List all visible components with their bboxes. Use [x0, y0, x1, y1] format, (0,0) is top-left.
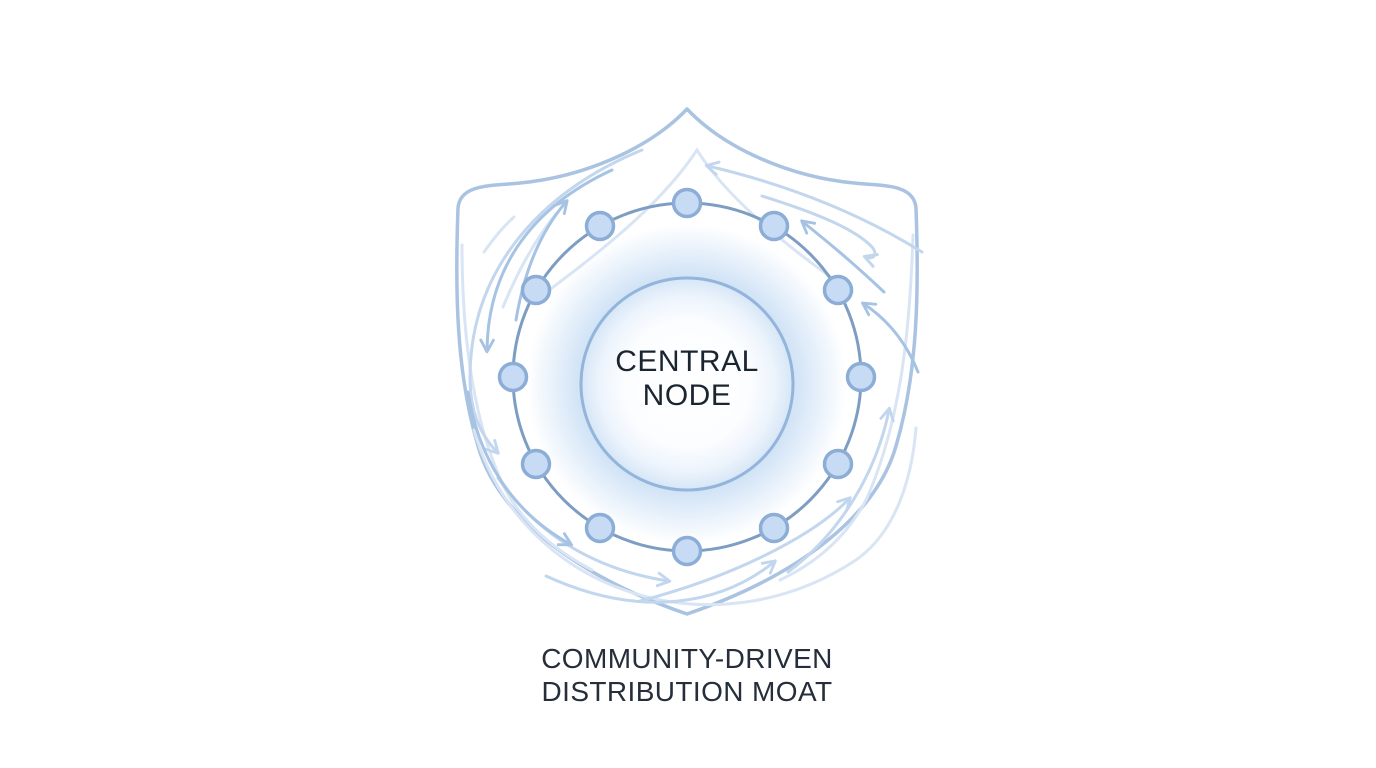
shield-icon — [455, 107, 919, 616]
flow-arrow-icon — [544, 559, 777, 604]
peer-node — [497, 361, 529, 393]
peer-node — [845, 361, 877, 393]
caption: COMMUNITY-DRIVEN DISTRIBUTION MOAT — [387, 642, 987, 708]
peer-node — [822, 448, 854, 480]
central-node-label-line2: NODE — [642, 379, 732, 412]
flow-arrow-icon — [704, 160, 924, 254]
flow-arrow-icon — [514, 199, 569, 322]
left-small-line — [482, 215, 516, 254]
flow-arrow-icon — [786, 406, 895, 574]
flow-arrow-icon — [861, 301, 920, 374]
bottom-swoosh-line — [472, 426, 918, 607]
central-node-label-line1: CENTRAL — [615, 345, 759, 378]
peer-node — [520, 448, 552, 480]
flow-arrow-icon — [800, 219, 886, 294]
flow-arrows-medium — [466, 168, 920, 547]
peer-node — [584, 512, 616, 544]
inner-right-edge-line — [778, 233, 915, 582]
flow-arrow-icon — [479, 168, 614, 354]
flow-arrow-icon — [466, 390, 574, 547]
peer-node — [671, 535, 703, 567]
peer-node — [758, 512, 790, 544]
flow-arrow-icon — [638, 496, 852, 603]
flow-arrow-icon — [468, 148, 644, 455]
peer-node — [671, 187, 703, 219]
peer-nodes — [497, 187, 877, 567]
central-node-label: CENTRAL NODE — [537, 345, 837, 413]
inner-chevron-line — [534, 147, 854, 302]
peer-node — [520, 274, 552, 306]
peer-node — [758, 210, 790, 242]
peer-node — [584, 210, 616, 242]
flow-arrow-icon — [760, 194, 879, 268]
caption-line2: DISTRIBUTION MOAT — [541, 676, 833, 707]
central-node-circle — [579, 276, 795, 492]
caption-line1: COMMUNITY-DRIVEN — [541, 643, 833, 674]
peer-node — [822, 274, 854, 306]
